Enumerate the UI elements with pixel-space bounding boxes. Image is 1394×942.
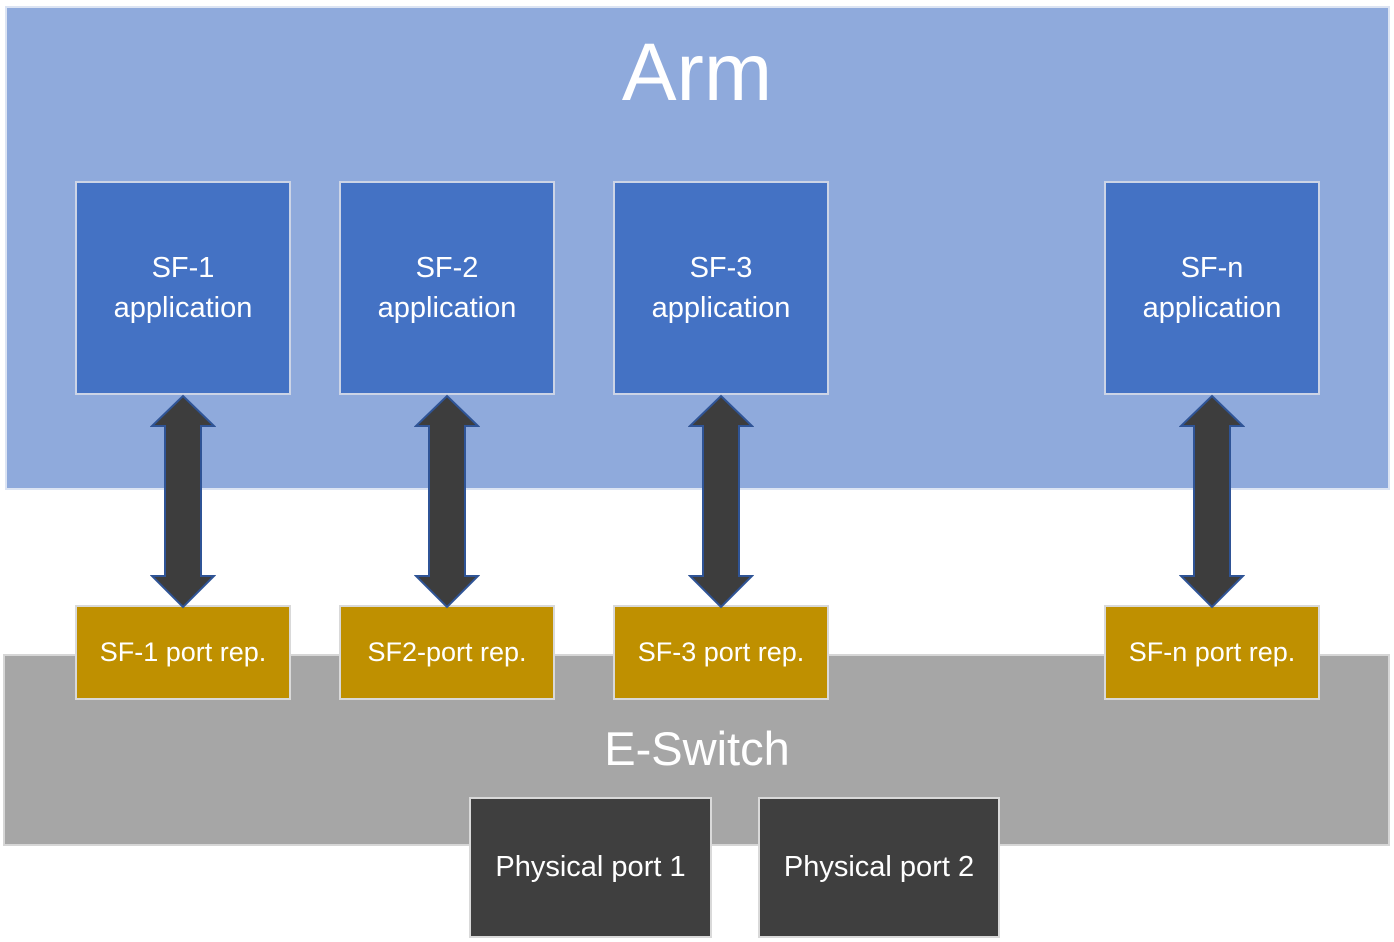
sf3-port-rep-label: SF-3 port rep. <box>637 637 805 667</box>
sf2-port-rep-box: SF2-port rep. <box>339 605 555 700</box>
sfn-application-label-line1: SF-n <box>1180 251 1244 284</box>
sf1-application-box: SF-1 application <box>75 181 291 395</box>
arm-region-title: Arm <box>621 27 773 118</box>
sf2-application-label-line2: application <box>377 292 517 324</box>
physical-port-2-box: Physical port 2 <box>758 797 1000 938</box>
sfn-application-label-line2: application <box>1142 292 1282 324</box>
sf3-application-label-line2: application <box>651 292 791 324</box>
sf3-bidirectional-arrow-icon <box>688 394 754 609</box>
sf3-port-rep-box: SF-3 port rep. <box>613 605 829 700</box>
sf2-application-label-line1: SF-2 <box>415 251 479 284</box>
sf2-bidirectional-arrow-icon <box>414 394 480 609</box>
sfn-bidirectional-arrow-icon <box>1179 394 1245 609</box>
sf3-application-label-line1: SF-3 <box>689 251 753 284</box>
sfn-port-rep-label: SF-n port rep. <box>1128 637 1296 667</box>
sf1-application-label-line1: SF-1 <box>151 251 215 284</box>
sfn-port-rep-box: SF-n port rep. <box>1104 605 1320 700</box>
sf2-port-rep-label: SF2-port rep. <box>367 637 527 667</box>
physical-port-1-label: Physical port 1 <box>495 851 686 883</box>
sf1-port-rep-box: SF-1 port rep. <box>75 605 291 700</box>
sf1-bidirectional-arrow-icon <box>150 394 216 609</box>
sf3-application-box: SF-3 application <box>613 181 829 395</box>
sf1-port-rep-label: SF-1 port rep. <box>99 637 267 667</box>
sf1-application-label-line2: application <box>113 292 253 324</box>
sf2-application-box: SF-2 application <box>339 181 555 395</box>
physical-port-2-label: Physical port 2 <box>783 851 975 883</box>
physical-port-1-box: Physical port 1 <box>469 797 712 938</box>
eswitch-region-title: E-Switch <box>604 722 790 775</box>
sfn-application-box: SF-n application <box>1104 181 1320 395</box>
